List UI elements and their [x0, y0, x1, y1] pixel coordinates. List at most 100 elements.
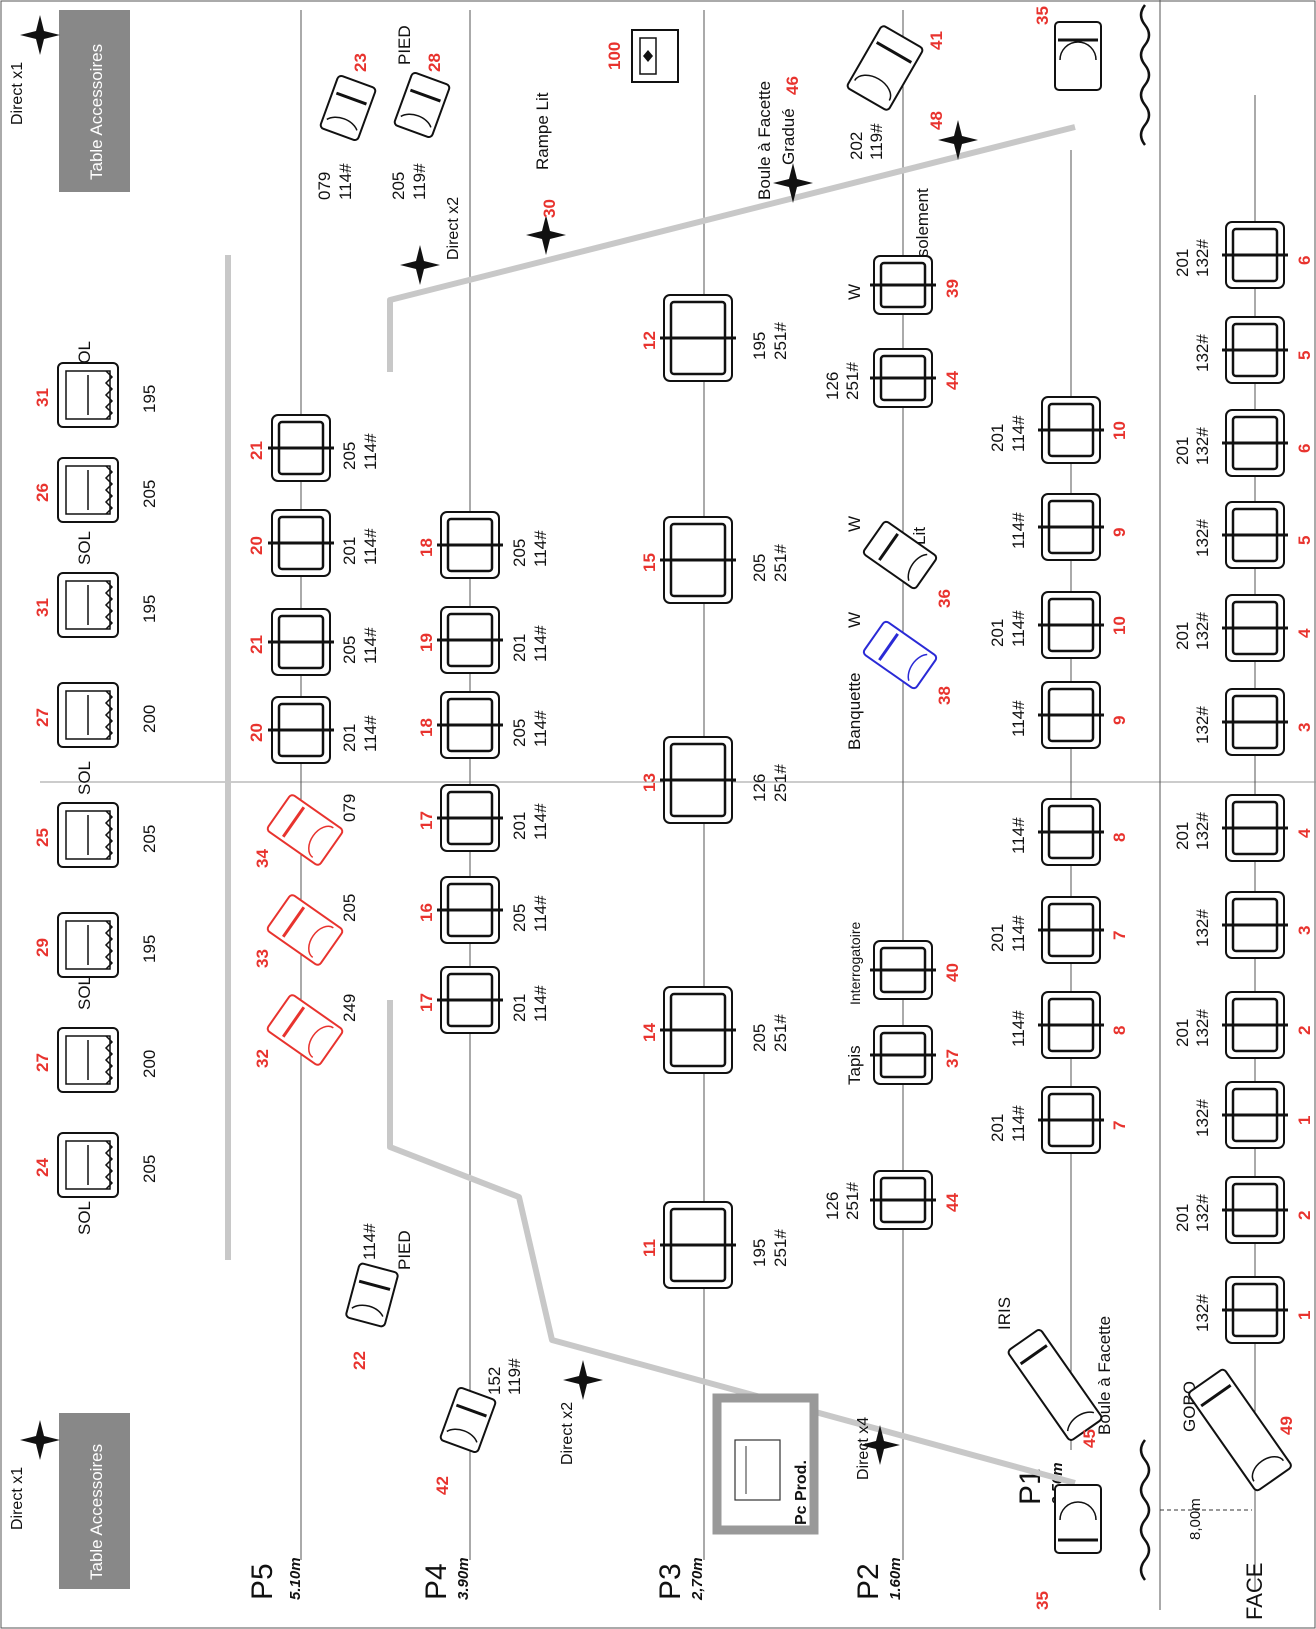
- direct-label-p4-bottom: Direct x2: [559, 1402, 576, 1465]
- p2-fixture-40[interactable]: [870, 940, 936, 1000]
- face-fixture-3-5[interactable]: [1222, 688, 1288, 756]
- p1-fixture-8-4[interactable]: [1038, 798, 1104, 866]
- p3-fixture-13[interactable]: [660, 736, 736, 824]
- face-gel1-3-5: 132#: [1193, 706, 1212, 744]
- face-fixture-1-11[interactable]: [1222, 1276, 1288, 1344]
- p1-fixture-8-6[interactable]: [1038, 991, 1104, 1059]
- face-fixture-2-10[interactable]: [1222, 1176, 1288, 1244]
- sol-gel-26: 205: [140, 480, 159, 508]
- p3-fixture-15[interactable]: [660, 516, 736, 604]
- p1-fixture-35-top[interactable]: [1054, 21, 1102, 91]
- p2-fixture-37[interactable]: [870, 1025, 936, 1085]
- p3-fixture-12[interactable]: [660, 294, 736, 382]
- face-fixture-1-9[interactable]: [1222, 1081, 1288, 1149]
- p1-fixture-45[interactable]: [1007, 1328, 1103, 1441]
- accessory-table-bottom[interactable]: Table Accessoires: [59, 1413, 130, 1589]
- p1-fixture-35-bottom[interactable]: [1054, 1484, 1102, 1554]
- p5-gel2-20: 114#: [361, 715, 380, 752]
- p2-fixture-44a[interactable]: [870, 348, 936, 408]
- p5-gel1-21: 205: [340, 442, 359, 470]
- p3-gel1-14: 205: [750, 1024, 769, 1052]
- p1-fixture-7-7[interactable]: [1038, 1086, 1104, 1154]
- sol-fixture-31[interactable]: [57, 362, 119, 428]
- machine-fixture-100[interactable]: [631, 29, 679, 83]
- sol-fixture-29[interactable]: [57, 912, 119, 978]
- face-label: FACE 8,00m: [1160, 1498, 1267, 1620]
- p5-red-fixture-33[interactable]: [266, 894, 344, 967]
- sol-fixture-24[interactable]: [57, 1132, 119, 1198]
- direct-star-icon-p2: [860, 1425, 900, 1465]
- p3-channel-15: 15: [640, 553, 659, 572]
- sol-fixture-25[interactable]: [57, 802, 119, 868]
- face-channel-4-6: 4: [1295, 828, 1314, 838]
- p4-fixture-19[interactable]: [437, 606, 503, 674]
- p4-fixture-18[interactable]: [437, 691, 503, 759]
- p5-red-gel-32: 249: [340, 994, 359, 1022]
- p5-fixture-20[interactable]: [268, 509, 334, 577]
- p1-gel2-7-7: 114#: [1009, 1105, 1028, 1142]
- p3-fixture-11[interactable]: [660, 1201, 736, 1289]
- face-channel-2-10: 2: [1295, 1211, 1314, 1220]
- p5-fixture-21[interactable]: [268, 414, 334, 482]
- face-fixture-3-7[interactable]: [1222, 891, 1288, 959]
- p1-channel-9-3: 9: [1110, 716, 1129, 725]
- p1-fixture-10-0[interactable]: [1038, 396, 1104, 464]
- p5-fixture-21[interactable]: [268, 608, 334, 676]
- p2-gel1-44b: 126: [823, 1192, 842, 1220]
- p4-fixture-22[interactable]: [345, 1262, 399, 1328]
- face-fixture-4-6[interactable]: [1222, 794, 1288, 862]
- p5-red-fixture-32[interactable]: [266, 994, 344, 1067]
- p1-fixture-9-1[interactable]: [1038, 493, 1104, 561]
- sol-fixture-26[interactable]: [57, 457, 119, 523]
- sol-fixture-31[interactable]: [57, 572, 119, 638]
- face-fixture-2-8[interactable]: [1222, 991, 1288, 1059]
- p1-fixture-7-5[interactable]: [1038, 896, 1104, 964]
- face-gel1-4-6: 201: [1173, 822, 1192, 850]
- sol-label-2: SOL: [75, 531, 94, 565]
- p4-fixture-17[interactable]: [437, 966, 503, 1034]
- gradue-star-icon: [773, 163, 813, 203]
- pied-fixture-28[interactable]: [393, 71, 451, 139]
- sol-channel-26: 26: [33, 483, 52, 502]
- p2-fixture-36[interactable]: [862, 520, 938, 590]
- face-fixture-6-0[interactable]: [1222, 221, 1288, 289]
- face-fixture-49[interactable]: [1188, 1368, 1293, 1492]
- p3-fixture-14[interactable]: [660, 986, 736, 1074]
- face-fixture-4-4[interactable]: [1222, 594, 1288, 662]
- face-channel-1-11: 1: [1295, 1311, 1314, 1320]
- boule-channel-46: 46: [783, 76, 802, 95]
- accessory-table-top[interactable]: Table Accessoires: [59, 10, 130, 192]
- p2-gel2-44a: 251#: [843, 362, 862, 400]
- face-fixture-5-1[interactable]: [1222, 316, 1288, 384]
- direct-star-icon-top: [20, 15, 60, 55]
- p1-gel1-9-3: 114#: [1009, 700, 1028, 737]
- p4-gel2-17: 114#: [531, 803, 550, 840]
- p5-red-gel-33: 205: [340, 894, 359, 922]
- p2-fixture-41[interactable]: [846, 25, 924, 111]
- p2-fixture-38[interactable]: [862, 620, 938, 690]
- p4-fixture-18[interactable]: [437, 511, 503, 579]
- p4-fixture-17[interactable]: [437, 784, 503, 852]
- face-gel2-6-2: 132#: [1193, 427, 1212, 465]
- p2-fixture-44b[interactable]: [870, 1170, 936, 1230]
- sol-fixture-27[interactable]: [57, 682, 119, 748]
- p1-fixture-9-3[interactable]: [1038, 681, 1104, 749]
- svg-text:FACE: FACE: [1242, 1563, 1267, 1620]
- sol-fixture-27[interactable]: [57, 1027, 119, 1093]
- p5-channel-21: 21: [247, 635, 266, 654]
- p5-red-channel-33: 33: [253, 949, 272, 968]
- face-fixture-6-2[interactable]: [1222, 409, 1288, 477]
- pc-prod-station[interactable]: Pc Prod.: [712, 1393, 819, 1535]
- p1-fixture-10-2[interactable]: [1038, 591, 1104, 659]
- p5-fixture-20[interactable]: [268, 696, 334, 764]
- p5-gel2-21: 114#: [361, 433, 380, 470]
- p5-red-fixture-34[interactable]: [266, 794, 344, 867]
- face-fixture-5-3[interactable]: [1222, 501, 1288, 569]
- p2-channel-41: 41: [927, 31, 946, 50]
- p5-red-channel-32: 32: [253, 1049, 272, 1068]
- p2-fixture-39[interactable]: [870, 255, 936, 315]
- p5-gel2-20: 114#: [361, 528, 380, 565]
- pied-fixture-23[interactable]: [319, 74, 377, 142]
- p4-fixture-16[interactable]: [437, 876, 503, 944]
- p4-fixture-42[interactable]: [439, 1386, 497, 1454]
